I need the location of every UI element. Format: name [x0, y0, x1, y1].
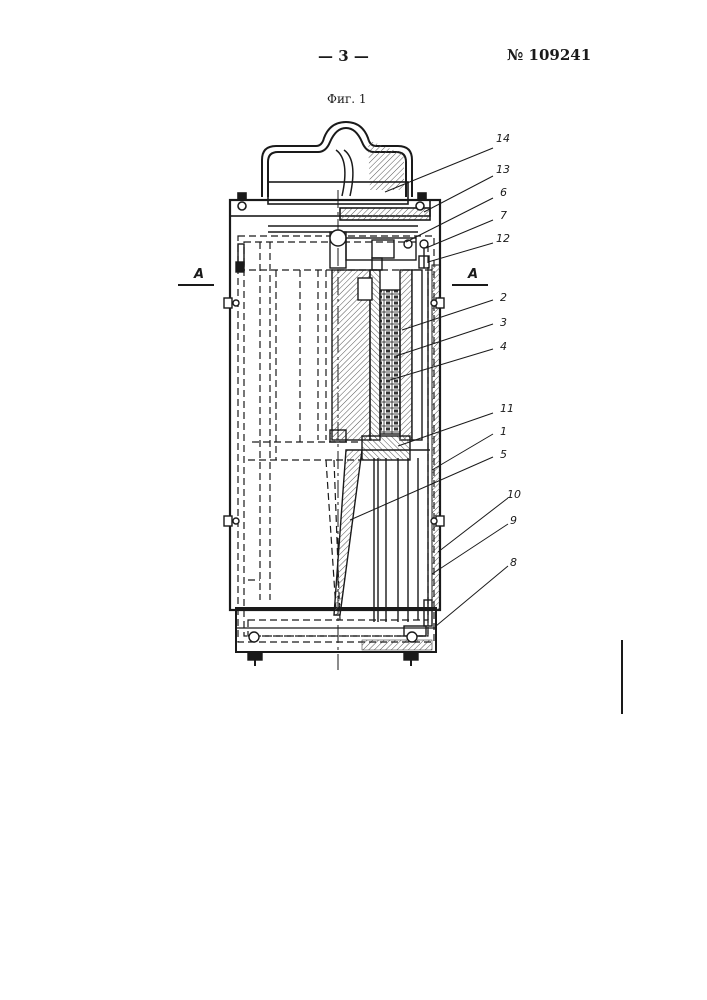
callout-13: 13 — [496, 163, 510, 176]
callout-9: 9 — [510, 514, 517, 527]
callout-1: 1 — [500, 425, 507, 438]
cell-block — [330, 270, 422, 460]
callout-12: 12 — [496, 232, 510, 245]
callout-7: 7 — [500, 209, 507, 222]
handle — [262, 122, 412, 197]
section-mark-right: А — [467, 267, 478, 282]
callout-8: 8 — [510, 556, 517, 569]
callout-4: 4 — [500, 340, 507, 353]
callout-10: 10 — [507, 488, 521, 501]
callout-5: 5 — [500, 448, 507, 461]
callout-6: 6 — [500, 186, 507, 199]
callouts: 14 13 6 7 12 2 3 4 11 1 5 10 9 8 — [496, 132, 521, 569]
callout-2: 2 — [500, 291, 507, 304]
feet — [248, 652, 418, 666]
callout-14: 14 — [496, 132, 510, 145]
section-mark-left: А — [193, 267, 204, 282]
callout-11: 11 — [500, 402, 514, 415]
callout-3: 3 — [500, 316, 507, 329]
